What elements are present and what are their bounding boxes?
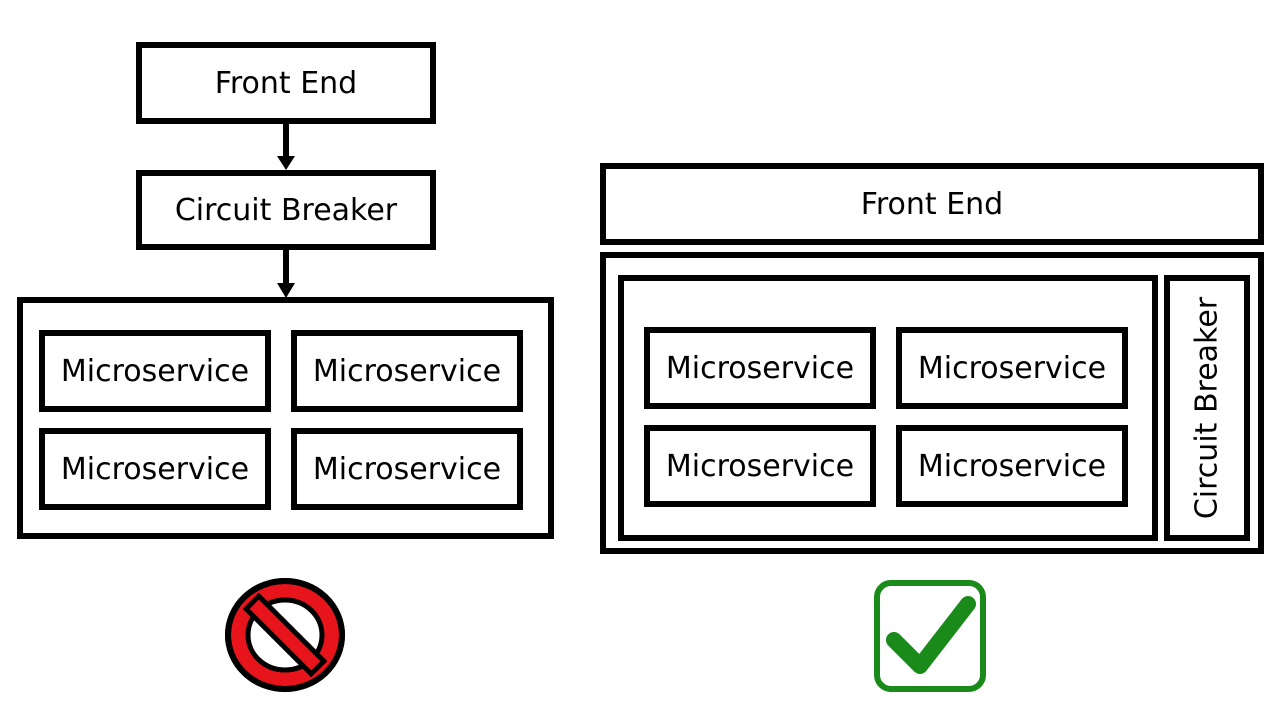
left-microservice-1: Microservice	[39, 330, 271, 412]
right-circuit-breaker-box: Circuit Breaker	[1164, 275, 1250, 541]
left-circuit-breaker-label: Circuit Breaker	[174, 192, 398, 228]
right-microservice-1: Microservice	[644, 327, 876, 409]
right-front-end-label: Front End	[860, 186, 1004, 222]
right-front-end-box: Front End	[600, 163, 1264, 245]
left-microservice-4: Microservice	[291, 428, 523, 510]
arrow-front-end-to-circuit-breaker	[277, 124, 295, 170]
right-circuit-breaker-label: Circuit Breaker	[1189, 296, 1225, 520]
prohibited-icon	[225, 578, 345, 692]
left-microservice-3: Microservice	[39, 428, 271, 510]
left-microservice-2-label: Microservice	[312, 353, 502, 389]
left-microservice-4-label: Microservice	[312, 451, 502, 487]
left-microservice-3-label: Microservice	[60, 451, 250, 487]
right-microservice-3-label: Microservice	[665, 448, 855, 484]
right-microservice-4-label: Microservice	[917, 448, 1107, 484]
left-front-end-label: Front End	[214, 65, 358, 101]
left-microservice-1-label: Microservice	[60, 353, 250, 389]
checkmark-icon	[874, 580, 986, 692]
right-microservice-2-label: Microservice	[917, 350, 1107, 386]
left-circuit-breaker-box: Circuit Breaker	[136, 170, 436, 250]
right-microservice-2: Microservice	[896, 327, 1128, 409]
arrow-circuit-breaker-to-microservices	[277, 250, 295, 298]
right-microservice-4: Microservice	[896, 425, 1128, 507]
right-microservice-1-label: Microservice	[665, 350, 855, 386]
right-microservice-3: Microservice	[644, 425, 876, 507]
left-microservice-2: Microservice	[291, 330, 523, 412]
left-front-end-box: Front End	[136, 42, 436, 124]
